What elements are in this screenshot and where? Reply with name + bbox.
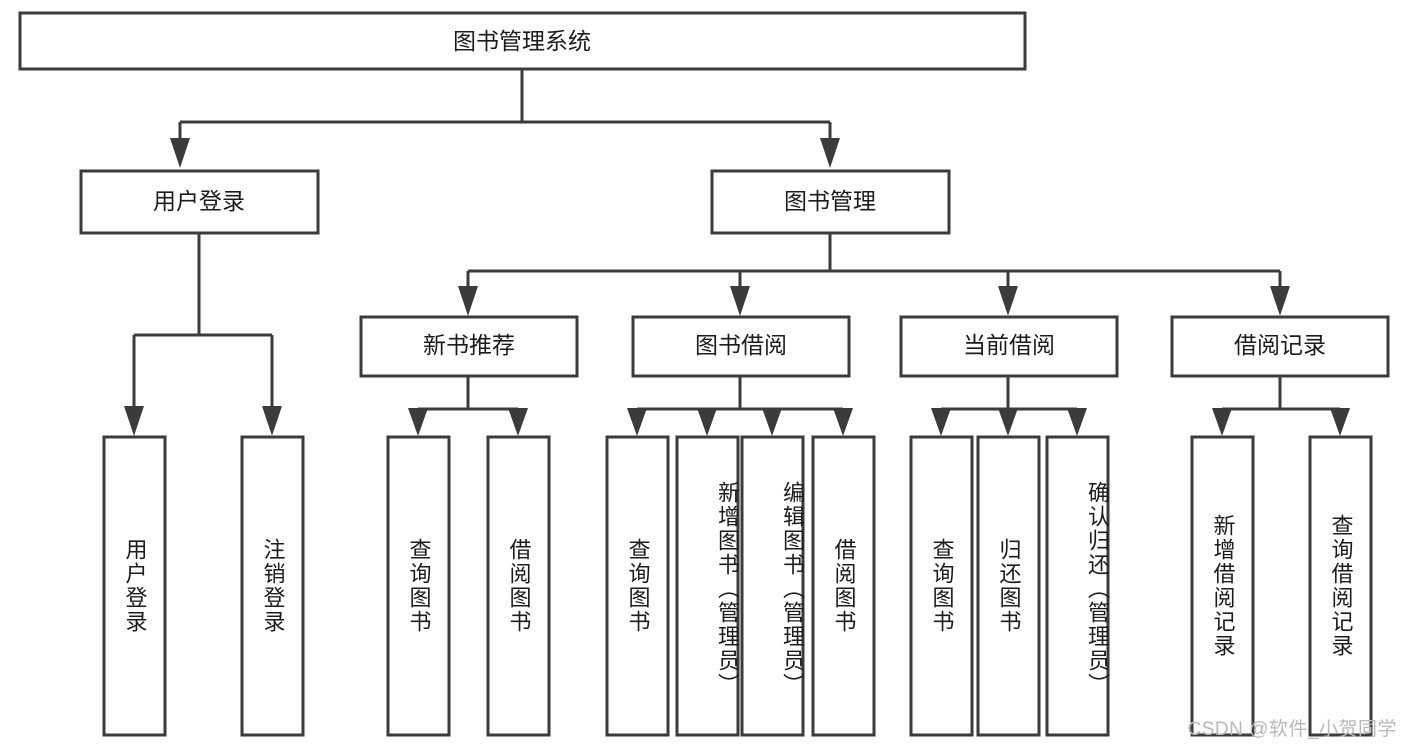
connector-newbook-to-leaves — [408, 376, 528, 436]
node-current-borrow[interactable]: 当前借阅 — [899, 315, 1119, 378]
leaf-node-bookborrow-query[interactable] — [605, 435, 670, 737]
connector-userlogin-to-leaves — [124, 233, 282, 436]
node-root-label: 图书管理系统 — [453, 28, 591, 54]
leaf-node-newbook-query[interactable] — [386, 435, 451, 737]
leaf-node-currentborrow-confirm[interactable] — [1045, 435, 1110, 737]
connector-root-to-level2 — [170, 69, 840, 168]
connector-currentborrow-to-leaves — [931, 376, 1087, 436]
node-borrow-record-label: 借阅记录 — [1234, 332, 1326, 358]
node-new-book-recommend-label: 新书推荐 — [423, 332, 515, 358]
leaf-node-user-login-logout[interactable] — [240, 435, 305, 737]
node-book-management-label: 图书管理 — [784, 188, 876, 214]
leaf-node-bookborrow-add[interactable] — [675, 435, 740, 737]
leaf-node-bookborrow-borrow[interactable] — [811, 435, 876, 737]
node-book-management[interactable]: 图书管理 — [710, 169, 951, 235]
leaf-node-user-login-login[interactable] — [102, 435, 167, 737]
node-borrow-record[interactable]: 借阅记录 — [1170, 315, 1390, 378]
leaf-node-borrowrecord-add[interactable] — [1190, 435, 1255, 737]
watermark-text: CSDN @软件_小贺同学 — [1187, 719, 1397, 740]
node-book-borrow[interactable]: 图书借阅 — [631, 315, 851, 378]
leaf-node-bookborrow-edit[interactable] — [740, 435, 805, 737]
node-root[interactable]: 图书管理系统 — [18, 11, 1027, 71]
node-new-book-recommend[interactable]: 新书推荐 — [359, 315, 579, 378]
leaf-node-currentborrow-return[interactable] — [976, 435, 1041, 737]
leaf-node-borrowrecord-query[interactable] — [1308, 435, 1373, 737]
node-user-login[interactable]: 用户登录 — [79, 169, 320, 235]
node-current-borrow-label: 当前借阅 — [963, 332, 1055, 358]
node-user-login-label: 用户登录 — [153, 188, 245, 214]
connector-bookborrow-to-leaves — [627, 376, 853, 436]
leaf-node-newbook-borrow[interactable] — [486, 435, 551, 737]
connector-bookmgmt-to-level3 — [458, 233, 1290, 316]
leaf-node-currentborrow-query[interactable] — [909, 435, 974, 737]
connector-borrowrecord-to-leaves — [1212, 376, 1350, 436]
node-book-borrow-label: 图书借阅 — [695, 332, 787, 358]
